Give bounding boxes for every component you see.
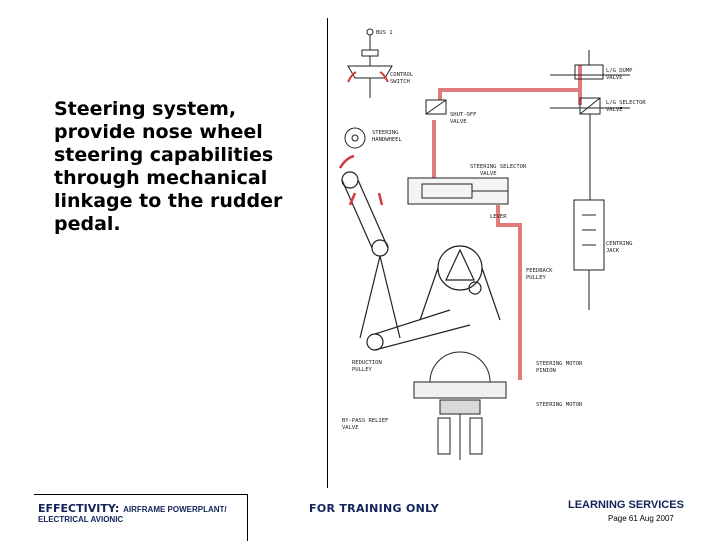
label-shutoff-2: VALVE: [450, 119, 467, 125]
label-motor-pinion-2: PINION: [536, 368, 556, 374]
slide-body-text: Steering system, provide nose wheel stee…: [54, 98, 283, 235]
label-shutoff-1: SHUT-OFF: [450, 112, 477, 118]
steering-selector-valve: [407, 177, 509, 205]
arrow-switch-right: [379, 71, 389, 83]
hydraulic-line-return: [496, 205, 522, 380]
effectivity-value-2: ELECTRICAL AVIONIC: [38, 515, 124, 524]
footer-page-number: Page 61 Aug 2007: [608, 514, 674, 523]
label-feedback-1: FEEDBACK: [526, 268, 553, 274]
label-motor-pinion-1: STEERING MOTOR: [536, 361, 583, 367]
steering-motor: [413, 351, 507, 460]
label-handwheel-1: STEERING: [372, 130, 399, 136]
label-centring-1: CENTRING: [606, 241, 633, 247]
label-selector-1: STEERING SELECTOR: [470, 164, 527, 170]
footer-learning-services: LEARNING SERVICES: [568, 499, 684, 511]
cable-pulley-system: [341, 171, 501, 351]
label-motor: STEERING MOTOR: [536, 402, 583, 408]
dump-selector-valves: [550, 50, 630, 310]
steering-handwheel: [344, 127, 366, 149]
arrow-cable-right: [377, 192, 384, 206]
footer-effectivity-box: [34, 494, 248, 541]
arrow-switch-left: [347, 71, 357, 83]
label-handwheel-2: HANDWHEEL: [372, 137, 402, 143]
footer-effectivity: EFFECTIVITY: AIRFRAME POWERPLANT/: [38, 502, 227, 515]
label-bypass-2: VALVE: [342, 425, 359, 431]
label-lg-dump-2: VALVE: [606, 75, 623, 81]
label-reduction-2: PULLEY: [352, 367, 373, 373]
steering-system-diagram: BUS 1 CONTROL SWITCH SHUT-OFF VALVE L/G: [338, 28, 646, 460]
label-control-switch-1: CONTROL: [390, 72, 414, 78]
arrow-cable-left: [348, 192, 357, 206]
bus-switch: [347, 28, 393, 98]
arrow-handwheel: [338, 154, 355, 169]
label-lg-selector-1: L/G SELECTOR: [606, 100, 646, 106]
label-centring-2: JACK: [606, 248, 620, 254]
label-control-switch-2: SWITCH: [390, 79, 410, 85]
effectivity-value: AIRFRAME POWERPLANT/: [123, 505, 227, 514]
divider-line: [327, 18, 328, 488]
shutoff-valve: [425, 99, 447, 115]
hydraulic-line-supply: [438, 65, 582, 100]
label-feedback-2: PULLEY: [526, 275, 547, 281]
footer-training-notice: FOR TRAINING ONLY: [309, 502, 440, 515]
hydraulic-lines: [432, 65, 582, 380]
label-reduction-1: REDUCTION: [352, 360, 382, 366]
label-selector-2: VALVE: [480, 171, 497, 177]
effectivity-label: EFFECTIVITY:: [38, 502, 120, 515]
label-lg-selector-2: VALVE: [606, 107, 623, 113]
label-bus: BUS 1: [376, 30, 393, 36]
label-lever: LEVER: [490, 214, 507, 220]
label-bypass-1: BY-PASS RELIEF: [342, 418, 388, 424]
label-lg-dump-1: L/G DUMP: [606, 68, 633, 74]
